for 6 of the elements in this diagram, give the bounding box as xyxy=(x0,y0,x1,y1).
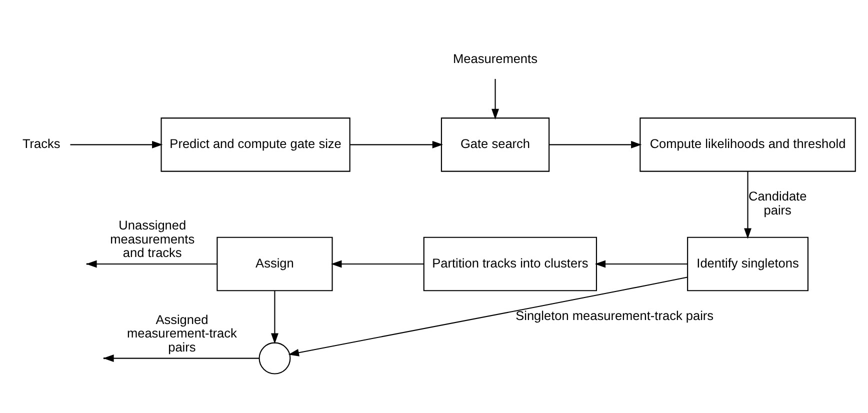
edge-label: Candidate pairs xyxy=(748,188,807,218)
node-text: Measurements xyxy=(453,50,538,66)
edge-label: Singleton measurement-track pairs xyxy=(516,308,714,323)
edge-label: Assigned measurement-track pairs xyxy=(126,311,237,354)
edge-label: Unassigned measurements and tracks xyxy=(110,216,195,260)
node-text: Tracks xyxy=(22,135,60,150)
